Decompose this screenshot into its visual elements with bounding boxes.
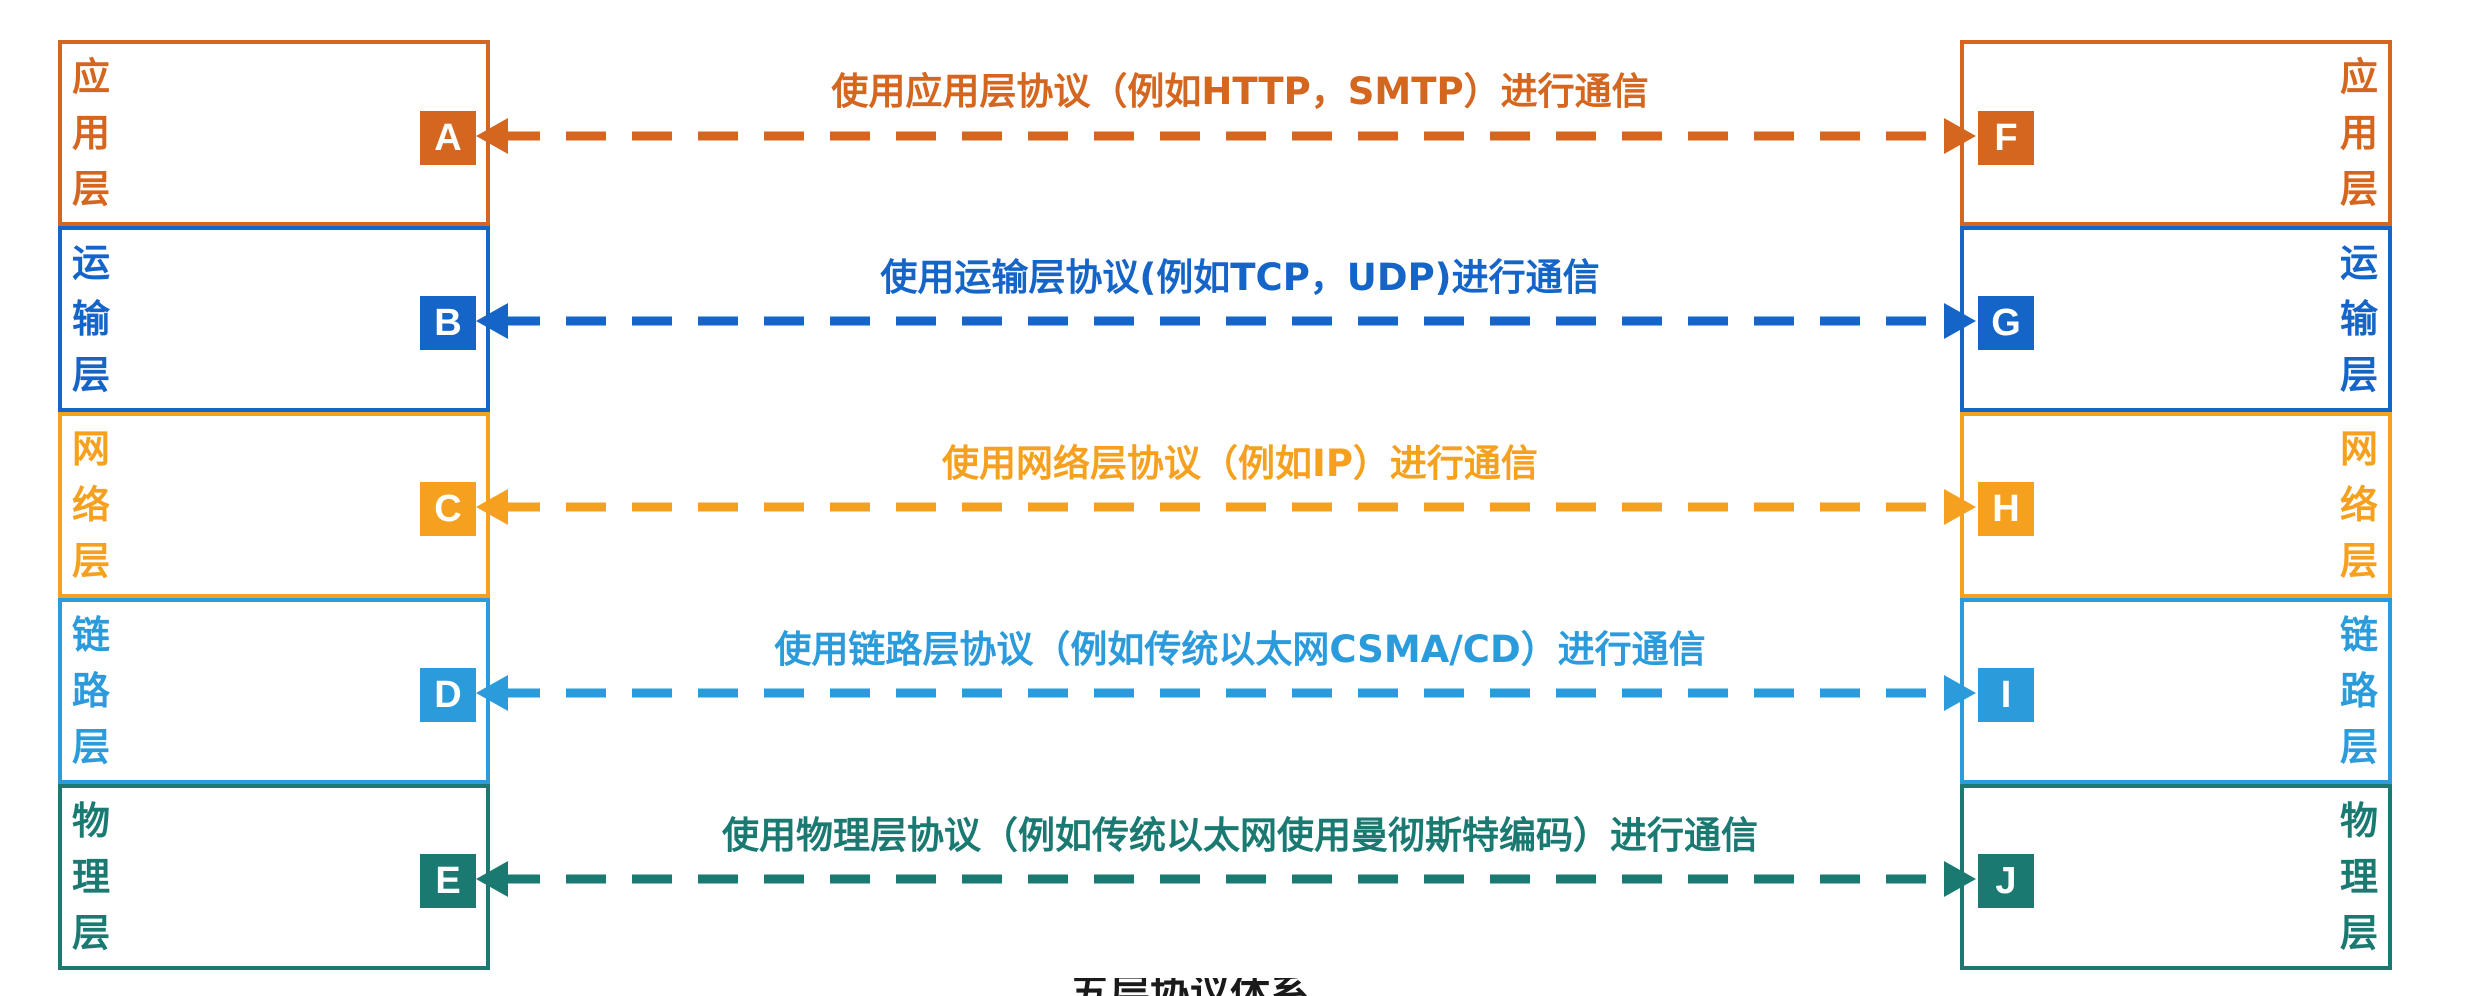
layer-name-char: 层 bbox=[72, 353, 111, 397]
layer-name-char: 用 bbox=[2339, 111, 2378, 155]
right-physical-layer-name: 物 理 层 bbox=[2340, 802, 2378, 952]
layer-name-char: 层 bbox=[2339, 539, 2378, 583]
right-network-layer-name: 网 络 层 bbox=[2340, 430, 2378, 580]
node-i: I bbox=[1978, 668, 2034, 722]
node-j: J bbox=[1978, 854, 2034, 908]
application-arrow bbox=[476, 118, 1976, 154]
layer-name-char: 理 bbox=[72, 855, 111, 899]
node-c: C bbox=[420, 482, 476, 536]
layer-name-char: 层 bbox=[2339, 353, 2378, 397]
layer-name-char: 物 bbox=[2339, 799, 2378, 843]
link-protocol-label: 使用链路层协议（例如传统以太网CSMA/CD）进行通信 bbox=[774, 628, 1706, 671]
left-application-layer-name: 应 用 层 bbox=[72, 58, 110, 208]
node-f: F bbox=[1978, 111, 2034, 165]
layer-name-char: 输 bbox=[2339, 297, 2378, 341]
layer-name-char: 层 bbox=[72, 167, 111, 211]
layer-name-char: 应 bbox=[72, 55, 111, 99]
diagram-caption: 五层协议体系 bbox=[1070, 978, 1310, 996]
layer-name-char: 理 bbox=[2339, 855, 2378, 899]
layer-name-char: 层 bbox=[2339, 725, 2378, 769]
layer-name-char: 链 bbox=[72, 613, 111, 657]
layer-name-char: 路 bbox=[72, 669, 111, 713]
layer-name-char: 用 bbox=[72, 111, 111, 155]
node-d: D bbox=[420, 668, 476, 722]
right-transport-layer-box: 运 输 层 G bbox=[1960, 226, 2392, 412]
application-protocol-label: 使用应用层协议（例如HTTP，SMTP）进行通信 bbox=[831, 70, 1649, 113]
layer-name-char: 路 bbox=[2339, 669, 2378, 713]
left-physical-layer-box: 物 理 层 E bbox=[58, 784, 490, 970]
left-link-layer-box: 链 路 层 D bbox=[58, 598, 490, 784]
layer-name-char: 层 bbox=[72, 911, 111, 955]
node-a: A bbox=[420, 111, 476, 165]
layer-name-char: 络 bbox=[2339, 483, 2378, 527]
left-physical-layer-name: 物 理 层 bbox=[72, 802, 110, 952]
layer-name-char: 应 bbox=[2339, 55, 2378, 99]
node-g: G bbox=[1978, 296, 2034, 350]
layer-name-char: 物 bbox=[72, 799, 111, 843]
right-network-layer-box: 网 络 层 H bbox=[1960, 412, 2392, 598]
right-application-layer-box: 应 用 层 F bbox=[1960, 40, 2392, 226]
right-application-layer-name: 应 用 层 bbox=[2340, 58, 2378, 208]
network-protocol-label: 使用网络层协议（例如IP）进行通信 bbox=[942, 442, 1538, 485]
layer-name-char: 层 bbox=[72, 725, 111, 769]
right-transport-layer-name: 运 输 层 bbox=[2340, 244, 2378, 394]
layer-name-char: 络 bbox=[72, 483, 111, 527]
left-link-layer-name: 链 路 层 bbox=[72, 616, 110, 766]
layer-name-char: 运 bbox=[2339, 241, 2378, 285]
transport-protocol-label: 使用运输层协议(例如TCP，UDP)进行通信 bbox=[880, 256, 1600, 299]
layer-name-char: 网 bbox=[72, 427, 111, 471]
node-e: E bbox=[420, 854, 476, 908]
layer-name-char: 网 bbox=[2339, 427, 2378, 471]
right-link-layer-box: 链 路 层 I bbox=[1960, 598, 2392, 784]
left-network-layer-box: 网 络 层 C bbox=[58, 412, 490, 598]
link-arrow bbox=[476, 675, 1976, 711]
physical-arrow bbox=[476, 861, 1976, 897]
node-b: B bbox=[420, 296, 476, 350]
caption-text: 五层协议体系 bbox=[1070, 978, 1310, 996]
layer-name-char: 运 bbox=[72, 241, 111, 285]
transport-arrow bbox=[476, 303, 1976, 339]
left-transport-layer-name: 运 输 层 bbox=[72, 244, 110, 394]
left-application-layer-box: 应 用 层 A bbox=[58, 40, 490, 226]
left-network-layer-name: 网 络 层 bbox=[72, 430, 110, 580]
network-arrow bbox=[476, 489, 1976, 525]
layer-name-char: 层 bbox=[2339, 167, 2378, 211]
right-link-layer-name: 链 路 层 bbox=[2340, 616, 2378, 766]
node-h: H bbox=[1978, 482, 2034, 536]
physical-protocol-label: 使用物理层协议（例如传统以太网使用曼彻斯特编码）进行通信 bbox=[722, 814, 1758, 857]
layer-name-char: 层 bbox=[2339, 911, 2378, 955]
layer-name-char: 输 bbox=[72, 297, 111, 341]
layer-name-char: 链 bbox=[2339, 613, 2378, 657]
layer-name-char: 层 bbox=[72, 539, 111, 583]
